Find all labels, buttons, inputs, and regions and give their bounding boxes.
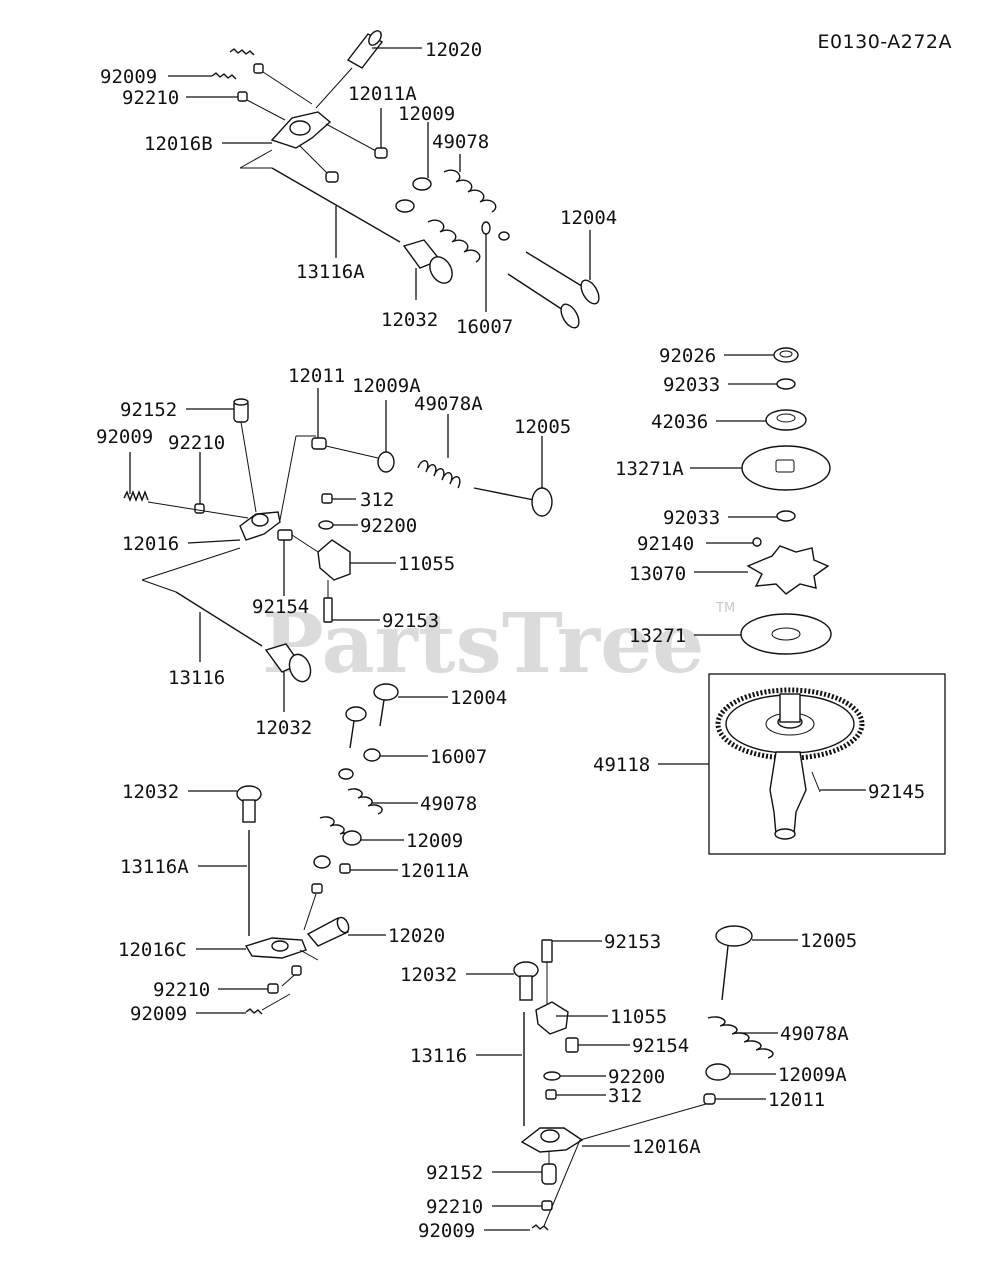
label-13271A: 13271A: [615, 458, 684, 480]
small-spring-part: [229, 48, 255, 56]
label-11055-low: 11055: [610, 1006, 667, 1028]
label-12016B: 12016B: [144, 133, 213, 155]
valve-spring-part: [427, 169, 497, 263]
label-16007-top: 16007: [456, 316, 513, 338]
camshaft-governor-assembly: [658, 347, 946, 855]
label-12032-right: 12032: [400, 964, 457, 986]
label-49078-low: 49078: [420, 793, 477, 815]
label-92152-low: 92152: [426, 1162, 483, 1184]
label-12020-low: 12020: [388, 925, 445, 947]
label-13116-mid: 13116: [168, 667, 225, 689]
label-312-mid: 312: [360, 489, 394, 511]
middle-rocker-assembly: [123, 388, 553, 712]
label-92026: 92026: [659, 345, 716, 367]
label-12009-top: 12009: [398, 103, 455, 125]
label-12016: 12016: [122, 533, 179, 555]
label-13116A-top: 13116A: [296, 261, 365, 283]
label-12011-mid: 12011: [288, 365, 345, 387]
label-92009-bottom: 92009: [418, 1220, 475, 1242]
label-92210-low: 92210: [153, 979, 210, 1001]
label-12004-low: 12004: [450, 687, 507, 709]
label-12011A-top: 12011A: [348, 83, 417, 105]
watermark-trademark: TM: [715, 601, 735, 616]
label-92033-upper: 92033: [663, 374, 720, 396]
label-12032-low: 12032: [122, 781, 179, 803]
label-13116A-low: 13116A: [120, 856, 189, 878]
label-12004-top: 12004: [560, 207, 617, 229]
label-12011-low: 12011: [768, 1089, 825, 1111]
label-13271: 13271: [629, 625, 686, 647]
label-12009A-low: 12009A: [778, 1064, 847, 1086]
label-92210-mid: 92210: [168, 432, 225, 454]
label-42036: 42036: [651, 411, 708, 433]
label-92200-low: 92200: [608, 1066, 665, 1088]
label-49078A-low: 49078A: [780, 1023, 849, 1045]
label-92009-mid: 92009: [96, 426, 153, 448]
camshaft-gear-part: [715, 687, 865, 840]
valve-spring-a-part: [417, 460, 461, 489]
label-49078A-mid: 49078A: [414, 393, 483, 415]
label-92145: 92145: [868, 781, 925, 803]
label-92200-mid: 92200: [360, 515, 417, 537]
top-rocker-assembly: [168, 30, 600, 329]
diagram-code: E0130-A272A: [817, 31, 952, 53]
label-12005-mid: 12005: [514, 416, 571, 438]
label-12032-mid: 12032: [255, 717, 312, 739]
label-92009-top: 92009: [100, 66, 157, 88]
label-12016C: 12016C: [118, 939, 187, 961]
label-12032-top: 12032: [381, 309, 438, 331]
label-12020-top: 12020: [425, 39, 482, 61]
label-12005-low: 12005: [800, 930, 857, 952]
label-12016A: 12016A: [632, 1136, 701, 1158]
label-92153-low: 92153: [604, 931, 661, 953]
lower-valve-spring-part: [347, 788, 383, 815]
governor-plate-part: [741, 445, 831, 491]
label-12011A-low: 12011A: [400, 860, 469, 882]
label-92009-low: 92009: [130, 1003, 187, 1025]
label-92140: 92140: [637, 533, 694, 555]
label-92210-bottom: 92210: [426, 1196, 483, 1218]
label-92154-mid: 92154: [252, 596, 309, 618]
label-16007-low: 16007: [430, 746, 487, 768]
label-13116-low: 13116: [410, 1045, 467, 1067]
label-92210-top: 92210: [122, 87, 179, 109]
label-92153-mid: 92153: [382, 610, 439, 632]
label-92154-low: 92154: [632, 1035, 689, 1057]
label-12009A-mid: 12009A: [352, 375, 421, 397]
label-92033-lower: 92033: [663, 507, 720, 529]
lower-valve-spring-a-part: [707, 1016, 774, 1059]
label-13070: 13070: [629, 563, 686, 585]
lower-right-rocker-assembly: [466, 925, 798, 1231]
label-49078-top: 49078: [432, 131, 489, 153]
label-12009-low: 12009: [406, 830, 463, 852]
label-92152-mid: 92152: [120, 399, 177, 421]
lower-left-rocker-assembly: [188, 683, 448, 1015]
governor-holder-part: [746, 545, 830, 595]
label-49118: 49118: [593, 754, 650, 776]
label-312-low: 312: [608, 1085, 642, 1107]
watermark: PartsTree: [262, 596, 704, 692]
label-11055-mid: 11055: [398, 553, 455, 575]
valve-part: [507, 251, 600, 329]
